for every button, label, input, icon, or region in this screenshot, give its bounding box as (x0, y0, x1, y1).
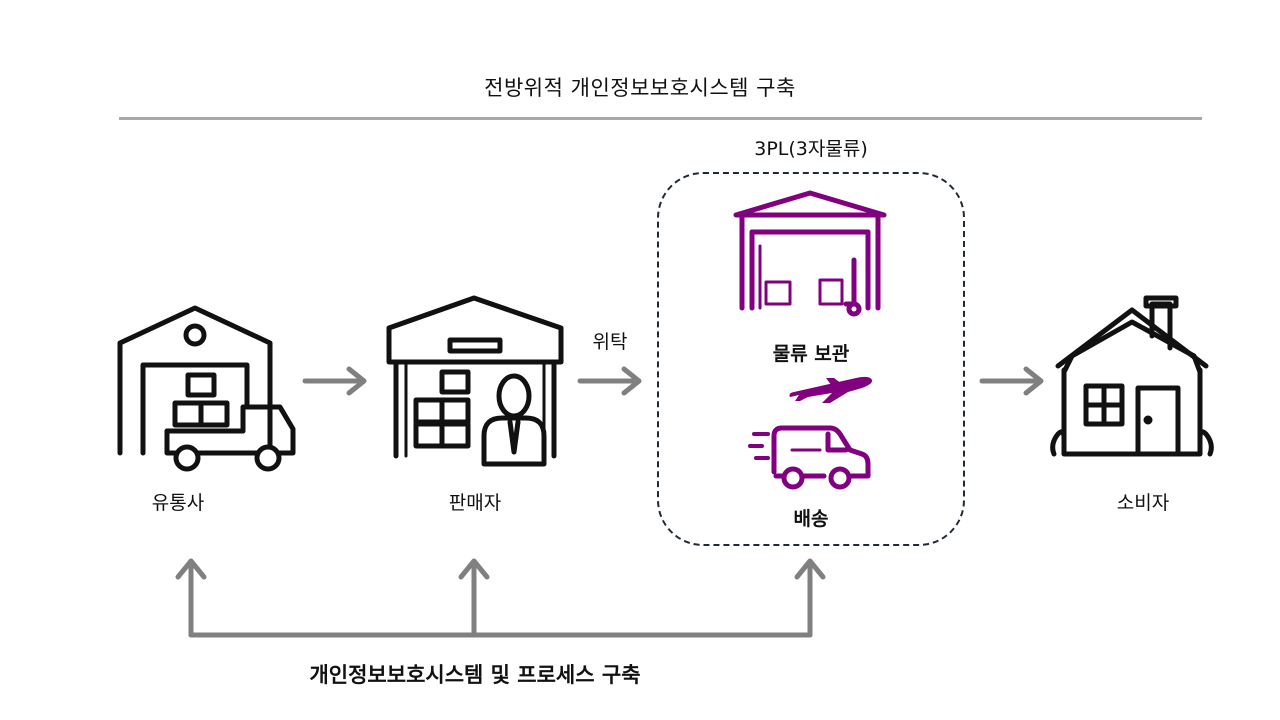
consignment-label: 위탁 (592, 331, 628, 353)
flow-arrow-2 (577, 366, 642, 396)
warehouse-truck-icon (117, 305, 296, 472)
feedback-bracket-arrows (175, 558, 826, 638)
node-label-distributor: 유통사 (151, 492, 205, 514)
warehouse-storage-icon (733, 190, 887, 317)
delivery-label: 배송 (793, 508, 829, 530)
diagram-title: 전방위적 개인정보보호시스템 구축 (484, 76, 796, 100)
store-seller-icon (386, 295, 564, 467)
house-icon (1050, 295, 1214, 457)
tpl-group-label: 3PL(3자물류) (754, 138, 868, 160)
airplane-icon (789, 376, 873, 403)
bottom-caption: 개인정보보호시스템 및 프로세스 구축 (309, 663, 641, 687)
delivery-van-icon (748, 425, 871, 490)
node-label-seller: 판매자 (448, 492, 502, 514)
flow-arrow-1 (302, 366, 367, 396)
flow-arrow-3 (979, 366, 1044, 396)
storage-label: 물류 보관 (772, 343, 850, 365)
tpl-group-box (657, 172, 965, 546)
node-label-consumer: 소비자 (1116, 492, 1170, 514)
title-divider (119, 117, 1202, 120)
